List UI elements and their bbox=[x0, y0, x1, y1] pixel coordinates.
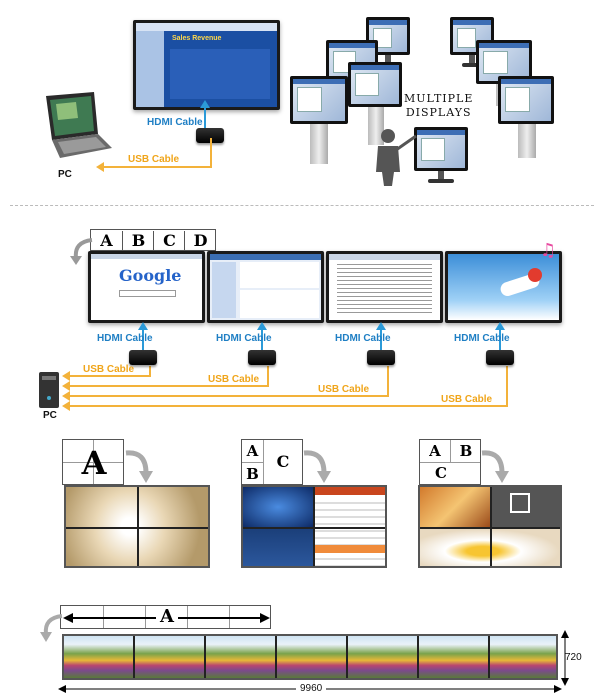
presenter-icon bbox=[376, 129, 417, 186]
layout3-letter-c: C bbox=[435, 464, 447, 482]
usb-label-4: USB Cable bbox=[441, 394, 493, 405]
panorama-letterbox: A bbox=[60, 605, 271, 629]
layout3-letterbox: A B C bbox=[419, 439, 481, 485]
screen-c bbox=[326, 251, 443, 323]
layout2-letter-a: A bbox=[246, 442, 259, 460]
width-label: 9960 bbox=[296, 683, 327, 694]
letter-strip-abcd: A B C D bbox=[90, 229, 216, 251]
layout3-letter-b: B bbox=[459, 442, 473, 460]
curved-arrow-icon bbox=[70, 238, 93, 265]
extender-hub-3 bbox=[367, 350, 395, 365]
height-dimension-arrow bbox=[561, 630, 569, 686]
usb-label-top: USB Cable bbox=[128, 154, 180, 165]
screen-d bbox=[445, 251, 562, 323]
letter-a: A bbox=[100, 231, 113, 250]
panorama-videowall bbox=[62, 634, 558, 680]
screen-b bbox=[207, 251, 324, 323]
layout1-videowall bbox=[64, 485, 210, 568]
height-label: 720 bbox=[565, 652, 582, 663]
extender-hub-1 bbox=[129, 350, 157, 365]
extender-hub-4 bbox=[486, 350, 514, 365]
letter-d: D bbox=[184, 231, 216, 250]
layout3-videowall bbox=[418, 485, 562, 568]
layout3-letter-a: A bbox=[429, 442, 441, 460]
hdmi-label-4: HDMI Cable bbox=[454, 333, 510, 344]
panorama-letter-a: A bbox=[156, 606, 178, 627]
layout3-arrow-icon bbox=[481, 450, 509, 483]
letter-c: C bbox=[153, 231, 185, 250]
screen-title: Sales Revenue bbox=[172, 35, 222, 42]
multiple-displays-label: MULTIPLE DISPLAYS bbox=[404, 92, 474, 119]
layout1-arrow-icon bbox=[125, 450, 153, 483]
usb-label-3: USB Cable bbox=[318, 384, 370, 395]
layout2-letter-c: C bbox=[276, 452, 290, 471]
layout2-letterbox: A B C bbox=[241, 439, 303, 485]
extender-hub-2 bbox=[248, 350, 276, 365]
extender-hub-top bbox=[196, 128, 224, 143]
usb-label-1: USB Cable bbox=[83, 364, 135, 375]
layout2-arrow-icon bbox=[303, 450, 331, 483]
panorama-arrow-icon bbox=[40, 614, 63, 642]
pc-label-top: PC bbox=[58, 169, 72, 180]
pc-label-middle: PC bbox=[43, 410, 57, 421]
middle-cable-diagram bbox=[62, 322, 508, 411]
laptop-icon bbox=[36, 92, 114, 162]
screen-a: Google bbox=[88, 251, 205, 323]
hdmi-label-top: HDMI Cable bbox=[147, 117, 203, 128]
layout2-letter-b: B bbox=[246, 465, 259, 483]
music-notes-icon: ♫ bbox=[540, 240, 556, 261]
layout2-videowall bbox=[241, 485, 387, 568]
hdmi-label-3: HDMI Cable bbox=[335, 333, 391, 344]
hdmi-label-2: HDMI Cable bbox=[216, 333, 272, 344]
pc-tower-icon bbox=[39, 372, 59, 408]
main-display: Sales Revenue bbox=[133, 20, 280, 110]
hdmi-arrow-top bbox=[200, 100, 210, 130]
hdmi-label-1: HDMI Cable bbox=[97, 333, 153, 344]
svg-text:♫: ♫ bbox=[540, 240, 556, 261]
letter-b: B bbox=[122, 231, 154, 250]
google-logo: Google bbox=[119, 266, 182, 285]
section-divider bbox=[10, 205, 594, 206]
usb-label-2: USB Cable bbox=[208, 374, 260, 385]
layout1-letter-a: A bbox=[81, 444, 107, 482]
usb-line-top bbox=[96, 138, 212, 172]
layout1-letterbox: A bbox=[62, 439, 124, 485]
